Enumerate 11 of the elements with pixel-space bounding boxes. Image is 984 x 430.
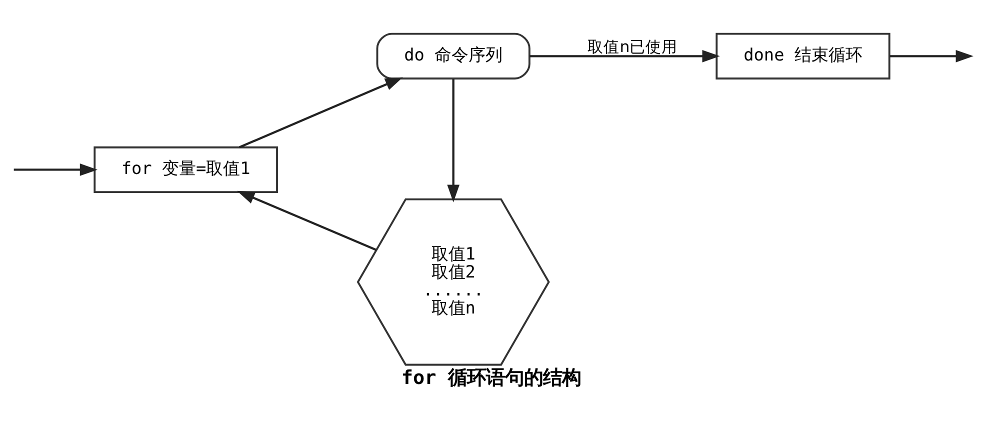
edge-label: 取值n已使用: [588, 36, 678, 56]
arrow: [14, 164, 98, 176]
arrow: [447, 79, 460, 202]
caption: for 循环语句的结构: [401, 366, 581, 389]
arrow: [237, 190, 377, 251]
node-box: do 命令序列: [376, 32, 530, 80]
arrow: [529, 50, 720, 62]
arrow: [238, 77, 403, 148]
node-box: done 结束循环: [716, 32, 890, 80]
arrow: [890, 50, 974, 62]
node-box: for 变量=取值1: [94, 146, 278, 194]
